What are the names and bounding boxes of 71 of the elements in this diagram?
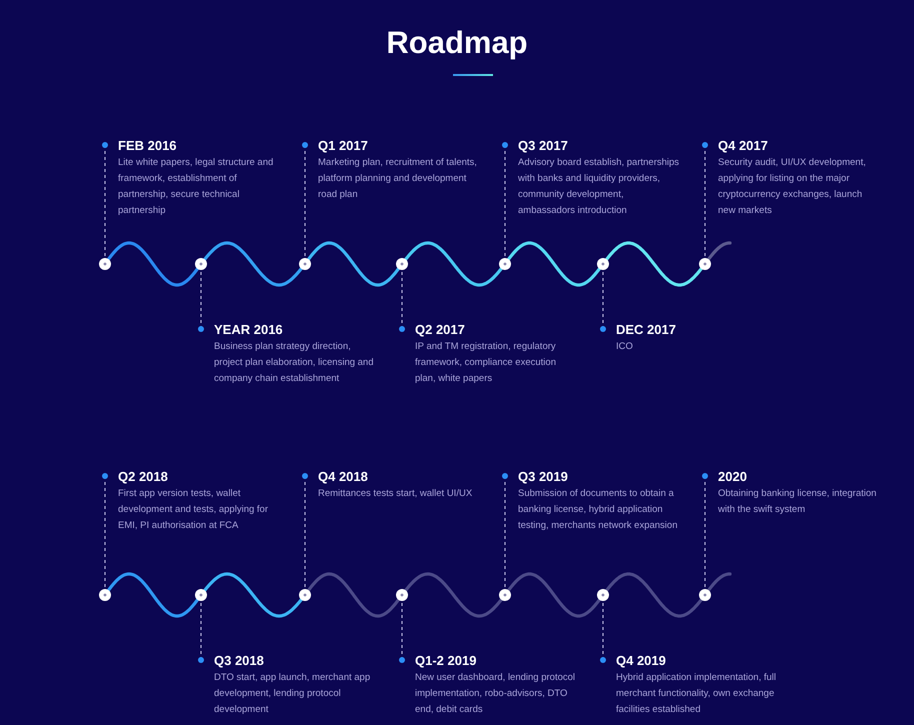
milestone-date: Q3 2019	[518, 469, 568, 485]
wave-line	[404, 572, 504, 618]
milestone-description: Submission of documents to obtain a banking license, hybrid application testing, merchants network expansion	[518, 487, 678, 533]
milestone-description: Security audit, UI/UX development, applying for listing on the major cryptocurrency exchanges, launch new markets	[718, 156, 867, 218]
wave-line	[106, 241, 200, 287]
timeline-circle	[99, 589, 111, 601]
timeline-circle	[699, 258, 711, 270]
wave-line	[604, 241, 704, 287]
milestone-description: IP and TM registration, regulatory framework, compliance execution plan, white papers	[415, 340, 557, 386]
timeline-circle	[396, 258, 408, 270]
milestone-date: 2020	[718, 469, 747, 485]
milestone-description: New user dashboard, lending protocol implementation, robo-advisors, DTO end, debit cards	[415, 671, 576, 717]
wave-line	[306, 241, 400, 287]
leader-line	[600, 270, 606, 332]
milestone-date: Q1-2 2019	[415, 653, 476, 669]
milestone-date: Q3 2017	[518, 138, 568, 154]
milestone-date: Q3 2018	[214, 653, 264, 669]
wave-line	[706, 241, 732, 261]
timeline-circle	[195, 258, 207, 270]
timeline-circle	[195, 589, 207, 601]
timeline-circle	[299, 589, 311, 601]
wave-line	[706, 572, 732, 592]
wave-line	[106, 572, 200, 618]
leader-line	[600, 600, 606, 663]
milestone-description: Lite white papers, legal structure and framework, establishment of partnership, secure technical partnership	[118, 156, 274, 218]
leader-line	[302, 142, 308, 258]
timeline-circle	[499, 258, 511, 270]
wave-line	[202, 572, 304, 618]
leader-line	[198, 600, 204, 663]
milestone-description: Obtaining banking license, integration with the swift system	[718, 487, 878, 517]
leader-line	[399, 270, 405, 332]
milestone-date: Q4 2017	[718, 138, 768, 154]
milestone-date: DEC 2017	[616, 322, 676, 338]
timeline-circle	[597, 258, 609, 270]
leader-line	[399, 600, 405, 663]
milestone-description: Advisory board establish, partnerships with banks and liquidity providers, community development, ambassadors introduction	[518, 156, 680, 218]
wave-line	[306, 572, 400, 618]
milestone-description: Business plan strategy direction, project plan elaboration, licensing and company chain establishment	[214, 340, 374, 386]
leader-line	[702, 142, 708, 258]
milestone-description: Marketing plan, recruitment of talents, platform planning and development road plan	[318, 156, 478, 202]
milestone-date: Q4 2018	[318, 469, 368, 485]
leader-line	[502, 142, 508, 258]
leader-line	[198, 270, 204, 332]
milestone-date: Q1 2017	[318, 138, 368, 154]
milestone-date: FEB 2016	[118, 138, 177, 154]
page-title: Roadmap	[386, 24, 528, 62]
milestone-description: First app version tests, wallet development and tests, applying for EMI, PI authorisation at FCA	[118, 487, 269, 533]
milestone-date: Q2 2018	[118, 469, 168, 485]
wave-line	[506, 572, 602, 618]
wave-line	[506, 241, 602, 287]
milestone-date: Q4 2019	[616, 653, 666, 669]
timeline-circle	[299, 258, 311, 270]
milestone-description: Remittances tests start, wallet UI/UX	[318, 487, 474, 501]
milestone-description: Hybrid application implementation, full merchant functionality, own exchange facilities established	[616, 671, 777, 717]
timeline-circle	[597, 589, 609, 601]
leader-line	[302, 473, 308, 590]
wave-line	[202, 241, 304, 287]
milestone-description: ICO	[616, 340, 634, 354]
timeline-circle	[396, 589, 408, 601]
timeline-circle	[699, 589, 711, 601]
milestone-date: Q2 2017	[415, 322, 465, 338]
leader-line	[102, 142, 108, 258]
milestone-description: DTO start, app launch, merchant app development, lending protocol development	[214, 671, 372, 717]
timeline-circle	[99, 258, 111, 270]
leader-line	[102, 473, 108, 590]
wave-line	[404, 241, 504, 287]
leader-line	[702, 473, 708, 590]
milestone-date: YEAR 2016	[214, 322, 283, 338]
wave-line	[604, 572, 704, 618]
timeline-circle	[499, 589, 511, 601]
leader-line	[502, 473, 508, 590]
